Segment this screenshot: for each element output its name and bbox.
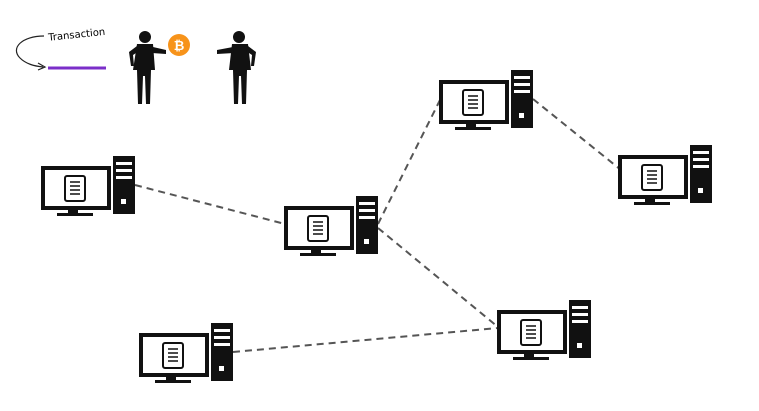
network-edges bbox=[134, 98, 622, 353]
edge-center-bottomright bbox=[377, 227, 499, 328]
edge-center-top bbox=[377, 99, 441, 225]
computer-node-left bbox=[41, 154, 137, 218]
computer-node-center bbox=[284, 194, 380, 258]
edge-top-right bbox=[532, 98, 622, 171]
computer-node-top bbox=[439, 68, 535, 132]
bitcoin-coin-icon: ₿ bbox=[168, 34, 190, 56]
receiver-person-icon bbox=[217, 31, 256, 104]
computer-node-bottom-right bbox=[497, 298, 593, 362]
transaction-label: Transaction bbox=[47, 27, 106, 44]
bitcoin-symbol: ₿ bbox=[174, 39, 185, 54]
computer-node-right bbox=[618, 143, 714, 207]
edge-bottomleft-bottomright bbox=[232, 327, 499, 353]
edge-left-center bbox=[134, 184, 286, 225]
arrowhead-icon bbox=[37, 62, 47, 71]
sender-person-icon bbox=[129, 31, 166, 104]
transaction-legend: Transaction bbox=[15, 27, 106, 71]
computer-node-bottom-left bbox=[139, 321, 235, 385]
curved-arrow-icon bbox=[15, 35, 45, 68]
